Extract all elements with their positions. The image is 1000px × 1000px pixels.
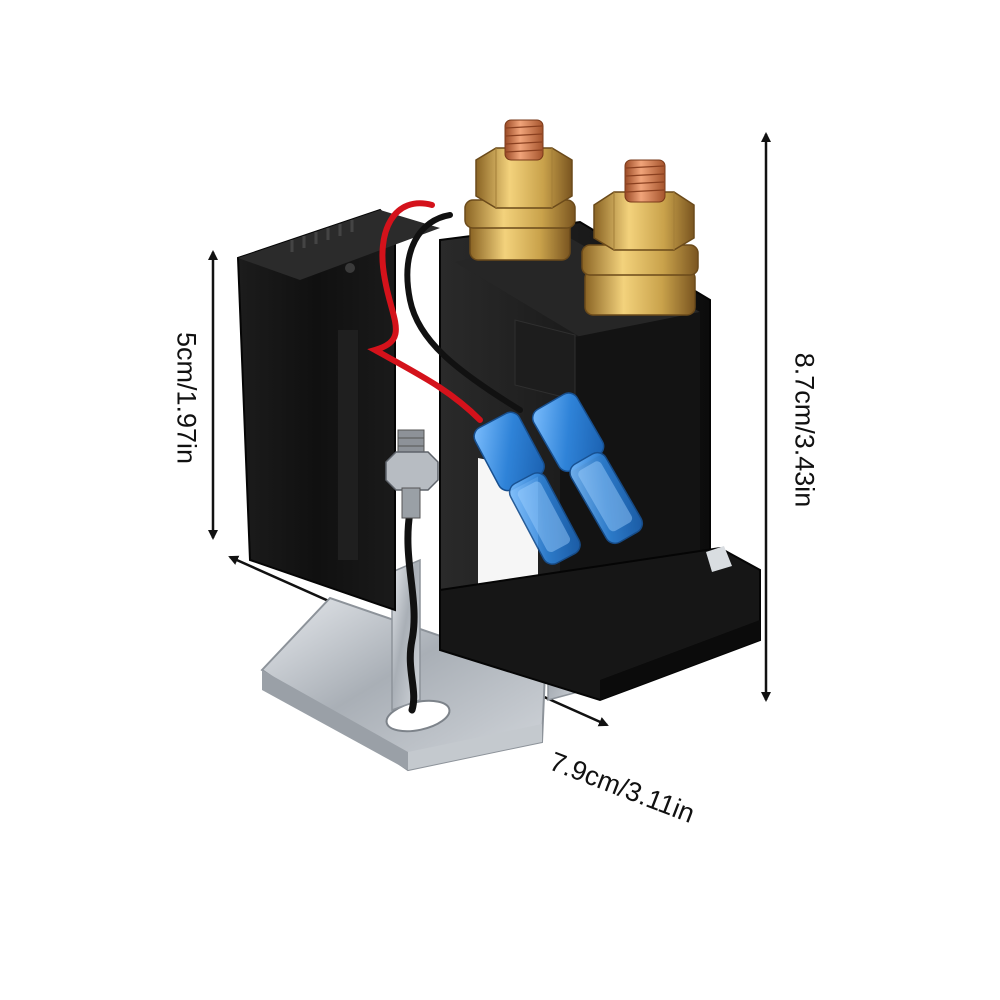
control-wires xyxy=(367,200,523,423)
spade-connectors xyxy=(473,392,644,565)
height-dimension-label: 5cm/1.97in xyxy=(171,331,202,465)
vent-slots xyxy=(290,220,354,252)
spade-connector-left xyxy=(473,411,581,565)
black-wire xyxy=(404,212,523,413)
ground-stud xyxy=(385,429,439,714)
red-wire xyxy=(367,200,483,423)
spade-connector-right xyxy=(531,392,644,545)
total-height-dimension-label: 8.7cm/3.43in xyxy=(789,352,820,508)
terminal-stud-right xyxy=(581,159,699,316)
terminal-stud-left xyxy=(464,119,576,261)
control-housing xyxy=(236,208,440,612)
